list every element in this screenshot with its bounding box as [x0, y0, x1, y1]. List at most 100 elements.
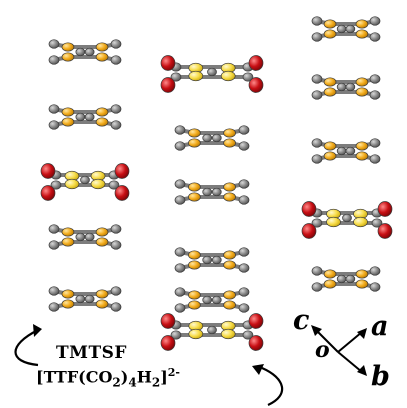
- selenium-atom: [188, 290, 201, 300]
- carbon-atom: [48, 55, 60, 65]
- carbon-atom: [369, 154, 381, 164]
- tmtsf-molecule: [311, 266, 381, 292]
- carbon-atom: [211, 255, 222, 265]
- carbon-atom: [202, 187, 213, 197]
- selenium-atom: [355, 269, 369, 279]
- selenium-atom: [223, 182, 236, 192]
- carbon-atom: [202, 133, 213, 143]
- carbon-atom: [369, 282, 381, 292]
- tmtsf-molecule: [311, 16, 381, 42]
- selenium-atom: [188, 182, 201, 192]
- oxygen-atom: [40, 185, 56, 201]
- carbon-atom: [80, 175, 90, 185]
- carbon-atom: [211, 187, 222, 197]
- carbon-atom: [311, 282, 323, 292]
- carbon-atom: [202, 295, 213, 305]
- selenium-atom: [223, 260, 236, 270]
- selenium-atom: [95, 237, 109, 247]
- carbon-atom: [110, 39, 122, 49]
- carbon-atom: [345, 274, 356, 284]
- anion-pointer-arrow: [261, 366, 284, 407]
- anion-molecule: [40, 163, 130, 201]
- tmtsf-molecule: [48, 224, 122, 250]
- selenium-atom: [61, 227, 75, 237]
- selenium-atom: [223, 290, 236, 300]
- axis-label-c: c: [293, 305, 310, 336]
- sulfur-atom: [188, 328, 204, 340]
- selenium-atom: [323, 141, 337, 151]
- tmtsf-molecule: [174, 125, 250, 151]
- selenium-atom: [355, 141, 369, 151]
- selenium-atom: [223, 192, 236, 202]
- oxygen-atom: [40, 163, 56, 179]
- selenium-atom: [95, 117, 109, 127]
- carbon-atom: [174, 195, 186, 205]
- carbon-atom: [48, 240, 60, 250]
- oxygen-atom: [377, 223, 393, 239]
- oxygen-atom: [160, 313, 176, 329]
- tmtsf-molecule: [311, 138, 381, 164]
- anion-formula-label: [TTF(CO2)4H2]2-: [36, 366, 181, 390]
- selenium-atom: [355, 151, 369, 161]
- selenium-atom: [95, 289, 109, 299]
- tmtsf-pointer-arrowhead: [33, 324, 42, 337]
- carbon-atom: [84, 47, 95, 57]
- selenium-atom: [188, 250, 201, 260]
- anion-pointer-arrowhead: [252, 364, 264, 375]
- oxygen-atom: [114, 163, 130, 179]
- carbon-atom: [202, 255, 213, 265]
- selenium-atom: [223, 128, 236, 138]
- tmtsf-molecule: [48, 39, 122, 65]
- carbon-atom: [211, 133, 222, 143]
- sulfur-atom: [353, 216, 368, 228]
- tmtsf-molecule: [174, 287, 250, 313]
- carbon-atom: [311, 266, 323, 276]
- selenium-atom: [61, 52, 75, 62]
- selenium-atom: [355, 87, 369, 97]
- carbon-atom: [170, 72, 182, 82]
- oxygen-atom: [301, 223, 317, 239]
- selenium-atom: [323, 19, 337, 29]
- selenium-atom: [188, 260, 201, 270]
- sulfur-atom: [326, 216, 341, 228]
- oxygen-atom: [377, 201, 393, 217]
- carbon-atom: [84, 232, 95, 242]
- selenium-atom: [323, 269, 337, 279]
- carbon-atom: [238, 303, 250, 313]
- carbon-atom: [174, 179, 186, 189]
- carbon-atom: [174, 125, 186, 135]
- carbon-atom: [336, 146, 347, 156]
- carbon-atom: [336, 24, 347, 34]
- carbon-atom: [75, 232, 86, 242]
- selenium-atom: [95, 52, 109, 62]
- sulfur-atom: [220, 328, 236, 340]
- anion-molecule: [301, 201, 393, 239]
- tmtsf-molecule: [48, 104, 122, 130]
- carbon-atom: [342, 213, 352, 223]
- anion-molecule: [160, 313, 264, 351]
- carbon-atom: [242, 330, 254, 340]
- oxygen-atom: [248, 77, 264, 93]
- carbon-atom: [238, 195, 250, 205]
- selenium-atom: [61, 107, 75, 117]
- tmtsf-molecule: [174, 247, 250, 273]
- carbon-atom: [345, 24, 356, 34]
- tmtsf-molecule: [311, 74, 381, 100]
- selenium-atom: [223, 138, 236, 148]
- carbon-atom: [110, 302, 122, 312]
- carbon-atom: [48, 39, 60, 49]
- carbon-atom: [110, 240, 122, 250]
- carbon-atom: [336, 274, 347, 284]
- carbon-atom: [108, 180, 120, 190]
- carbon-atom: [174, 141, 186, 151]
- sulfur-atom: [64, 178, 80, 190]
- carbon-atom: [369, 16, 381, 26]
- sulfur-atom: [220, 70, 236, 82]
- carbon-atom: [238, 263, 250, 273]
- selenium-atom: [223, 300, 236, 310]
- carbon-atom: [238, 125, 250, 135]
- axis-origin-label: o: [315, 337, 330, 363]
- oxygen-atom: [248, 335, 264, 351]
- carbon-atom: [311, 90, 323, 100]
